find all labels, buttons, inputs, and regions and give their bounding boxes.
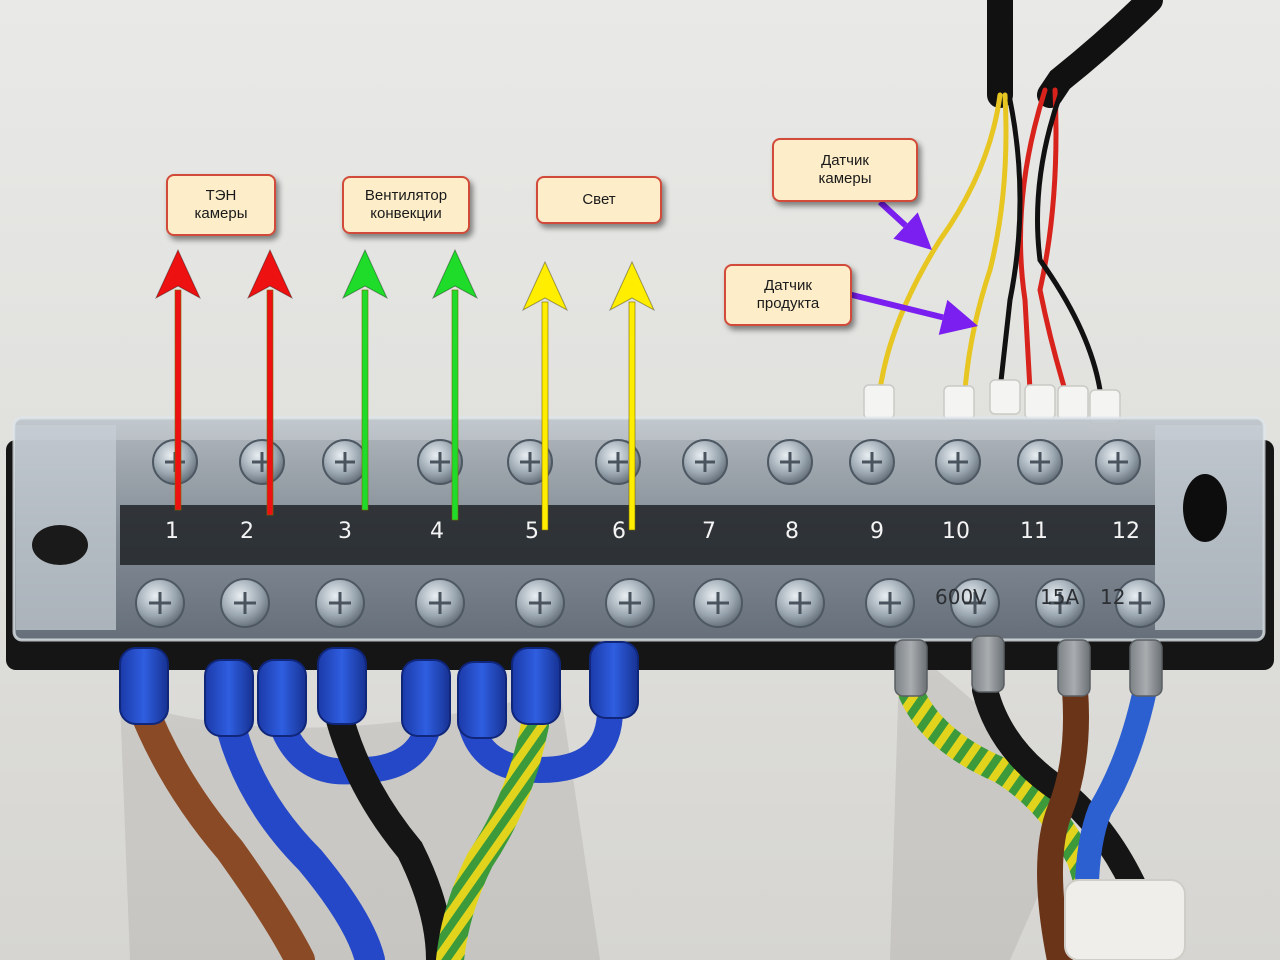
- grey-crimp-cap: [1057, 639, 1091, 697]
- sensor-ferrules: [863, 379, 1121, 425]
- power-wires: [125, 677, 1163, 960]
- callout-chamber-sensor: Датчик камеры: [772, 138, 918, 202]
- terminal-number: 7: [702, 519, 716, 544]
- terminal-number: 6: [612, 519, 626, 544]
- blue-crimp-cap: [589, 641, 639, 719]
- callout-product-sensor-line2: продукта: [756, 295, 820, 312]
- callout-fan: Вентилятор конвекции: [342, 176, 470, 234]
- blue-crimp-cap: [511, 647, 561, 725]
- terminal-number: 10: [942, 519, 970, 544]
- sensor-cables: [877, 0, 1163, 393]
- yellow-arrow-icon: [521, 260, 569, 531]
- blue-crimp-cap: [257, 659, 307, 737]
- terminal-number: 3: [338, 519, 352, 544]
- callout-heater: ТЭН камеры: [166, 174, 276, 236]
- terminal-number: 2: [240, 519, 254, 544]
- terminal-number: 4: [430, 519, 444, 544]
- terminal-number: 8: [785, 519, 799, 544]
- purple-arrow-icon: [877, 199, 932, 250]
- grey-crimp-cap: [1129, 639, 1163, 697]
- crimp-caps: [119, 635, 1163, 739]
- blue-crimp-cap: [401, 659, 451, 737]
- callout-heater-line1: ТЭН: [205, 187, 237, 204]
- grey-crimp-cap: [894, 639, 928, 697]
- callout-fan-line2: конвекции: [370, 205, 442, 222]
- grey-crimp-cap: [971, 635, 1005, 693]
- callout-chamber-sensor-line1: Датчик: [821, 152, 869, 169]
- white-connector: [1064, 879, 1186, 960]
- rating-stamp-positions: 12: [1100, 585, 1125, 609]
- callout-product-sensor: Датчик продукта: [724, 264, 852, 326]
- green-arrow-icon: [341, 248, 389, 511]
- yellow-arrow-icon: [608, 260, 656, 531]
- callout-chamber-sensor-line2: камеры: [818, 170, 872, 187]
- terminal-screws: [135, 439, 1165, 628]
- blue-crimp-cap: [204, 659, 254, 737]
- callout-fan-line1: Вентилятор: [364, 187, 448, 204]
- terminal-number: 12: [1112, 519, 1140, 544]
- callout-product-sensor-line1: Датчик: [764, 277, 812, 294]
- purple-arrow-icon: [847, 291, 978, 335]
- terminal-number: 1: [165, 519, 179, 544]
- blue-crimp-cap: [119, 647, 169, 725]
- blue-crimp-cap: [317, 647, 367, 725]
- rating-stamp-voltage: 600V: [935, 585, 987, 609]
- marker-arrows: [154, 199, 978, 531]
- red-arrow-icon: [154, 248, 202, 511]
- callout-heater-line2: камеры: [194, 205, 248, 222]
- rating-stamp-current: 15A: [1040, 585, 1079, 609]
- callout-light: Свет: [536, 176, 662, 224]
- terminal-number: 9: [870, 519, 884, 544]
- green-arrow-icon: [431, 248, 479, 521]
- red-arrow-icon: [246, 248, 294, 516]
- terminal-number: 5: [525, 519, 539, 544]
- blue-crimp-cap: [457, 661, 507, 739]
- terminal-number: 11: [1020, 519, 1048, 544]
- callout-light-line1: Свет: [582, 191, 616, 208]
